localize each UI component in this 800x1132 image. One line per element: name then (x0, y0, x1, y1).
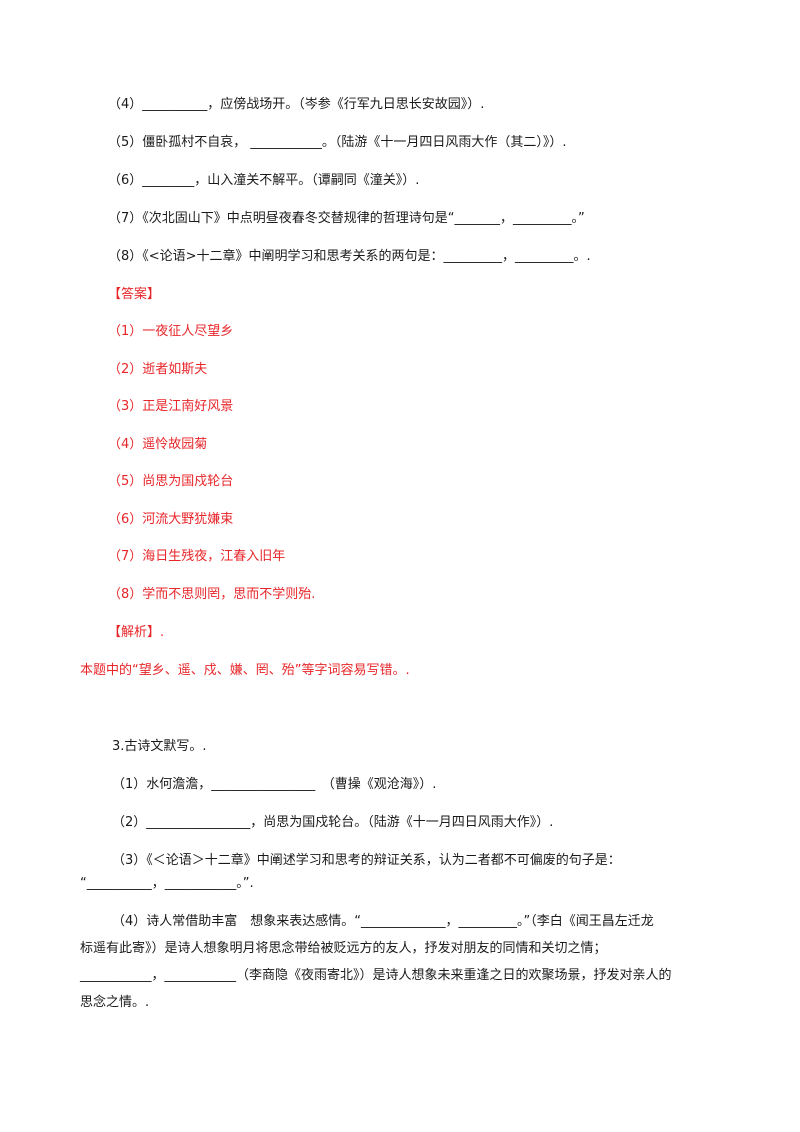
answer-item-4: （4）遥怜故园菊 (108, 437, 208, 452)
answer-item-6: （6）河流大野犹嫌束 (108, 512, 234, 527)
section3-question-4-line2: 标遥有此寄》）是诗人想象明月将思念带给被贬远方的友人，抒发对朋友的同情和关切之情… (80, 941, 607, 956)
fill-blank-item-6: （6）________，山入潼关不解平。（谭嗣同《潼关》）. (108, 173, 420, 188)
fill-blank-item-4: （4）__________，应傍战场开。（岑参《行军九日思长安故园》）. (108, 97, 485, 112)
answer-item-1: （1）一夜征人尽望乡 (108, 324, 234, 339)
answer-item-8: （8）学而不思则罔，思而不学则殆. (108, 587, 316, 602)
answer-heading: 【答案】 (108, 287, 161, 302)
section3-question-3-line1: （3）《＜论语＞十二章》中阐述学习和思考的辩证关系，认为二者都不可偏废的句子是： (112, 853, 621, 868)
answer-item-3: （3）正是江南好风景 (108, 399, 234, 414)
section3-question-4-line3: ___________，___________（李商隐《夜雨寄北》）是诗人想象未… (80, 968, 672, 983)
section3-question-4-line4: 思念之情。. (80, 995, 150, 1010)
fill-blank-item-8: （8）《<论语>十二章》中阐明学习和思考关系的两句是：_________，___… (108, 249, 591, 264)
answer-item-7: （7）海日生残夜，江春入旧年 (108, 549, 286, 564)
answer-item-2: （2）逝者如斯夫 (108, 362, 208, 377)
fill-blank-item-7: （7）《次北固山下》中点明昼夜春冬交替规律的哲理诗句是“_______，____… (108, 211, 585, 226)
section3-question-3-line2: “__________，___________。”. (80, 876, 254, 891)
analysis-text: 本题中的“望乡、遥、戍、嫌、罔、殆”等字词容易写错。. (80, 663, 410, 678)
fill-blank-item-5: （5）僵卧孤村不自哀， ___________。（陆游《十一月四日风雨大作（其二… (108, 135, 567, 150)
section3-title: 3.古诗文默写。. (112, 739, 207, 754)
analysis-heading: 【解析】. (108, 625, 165, 640)
answer-item-5: （5）尚思为国戍轮台 (108, 474, 234, 489)
section3-question-4-line1: （4）诗人常借助丰富 想象来表达感情。“_____________，______… (112, 914, 654, 929)
section3-question-2: （2）________________，尚思为国戍轮台。（陆游《十一月四日风雨大… (112, 815, 554, 830)
section3-question-1: （1）水何澹澹，________________ （曹操《观沧海》）. (112, 777, 437, 792)
